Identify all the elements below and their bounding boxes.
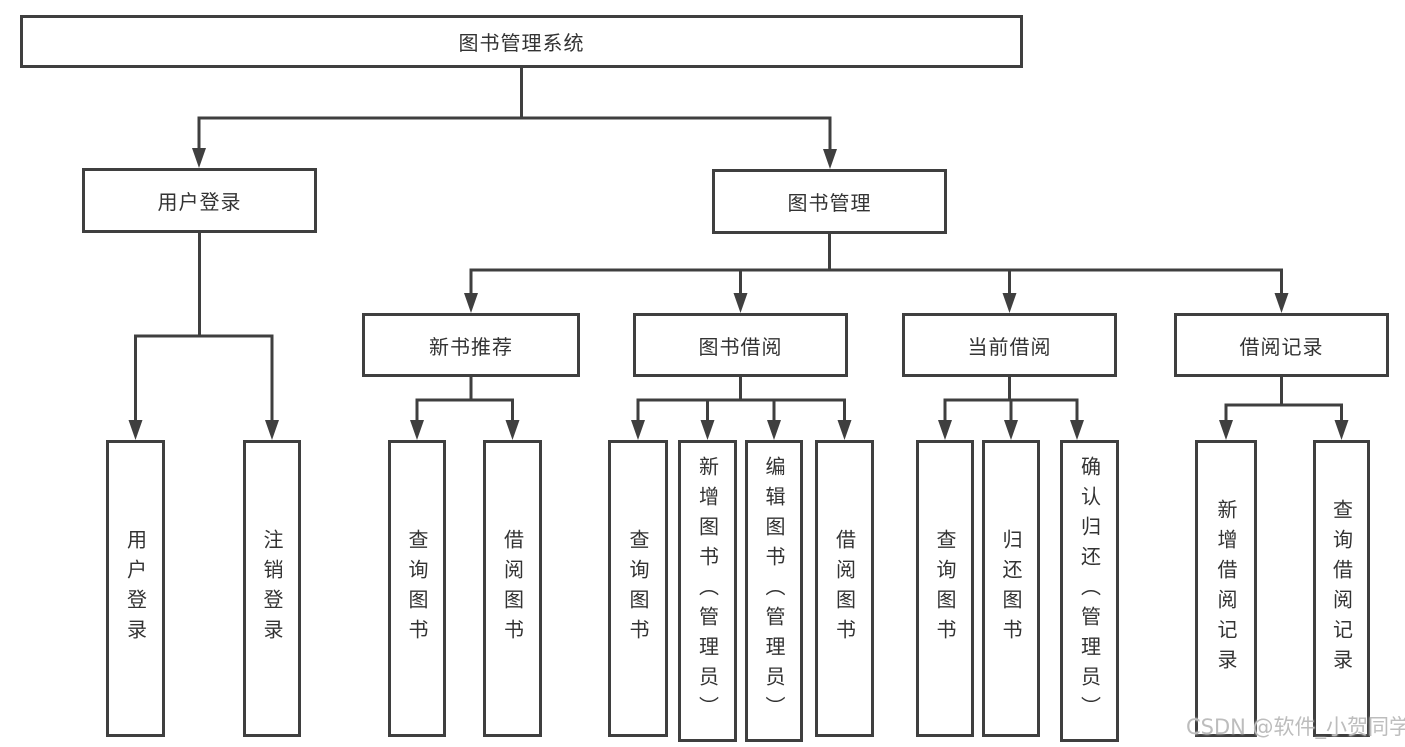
leaf-user-login: 用户登录 [106, 440, 165, 737]
node-new-book-recommend: 新书推荐 [362, 313, 580, 377]
node-label: 用户登录 [123, 528, 148, 649]
node-label: 编辑图书（管理员） [762, 456, 786, 726]
node-label: 图书管理系统 [458, 31, 585, 55]
node-label: 查询图书 [933, 528, 957, 649]
node-label: 注销登录 [260, 528, 284, 649]
node-user-login: 用户登录 [82, 168, 317, 233]
node-book-management: 图书管理 [712, 169, 947, 234]
leaf-query-borrow-record: 查询借阅记录 [1313, 440, 1370, 737]
leaf-return-books: 归还图书 [982, 440, 1040, 737]
node-label: 新书推荐 [429, 334, 513, 359]
node-book-borrow: 图书借阅 [633, 313, 848, 377]
node-label: 当前借阅 [967, 334, 1052, 359]
node-label: 图书管理 [787, 191, 872, 215]
leaf-borrow-books-borrow: 借阅图书 [815, 440, 874, 737]
node-root: 图书管理系统 [20, 15, 1023, 68]
leaf-add-book-admin: 新增图书（管理员） [678, 440, 737, 742]
node-label: 查询图书 [626, 528, 650, 649]
leaf-query-books-borrow: 查询图书 [608, 440, 668, 737]
leaf-edit-book-admin: 编辑图书（管理员） [745, 440, 803, 742]
node-label: 查询图书 [405, 528, 429, 649]
leaf-logout: 注销登录 [243, 440, 301, 737]
node-label: 查询借阅记录 [1329, 498, 1354, 679]
node-label: 新增图书（管理员） [695, 456, 720, 726]
node-label: 借阅图书 [500, 528, 525, 649]
node-label: 图书借阅 [698, 334, 783, 359]
node-label: 确认归还（管理员） [1077, 456, 1102, 726]
node-label: 新增借阅记录 [1214, 498, 1238, 679]
node-label: 用户登录 [157, 190, 242, 214]
node-current-borrow: 当前借阅 [902, 313, 1117, 377]
leaf-borrow-books-recommend: 借阅图书 [483, 440, 542, 737]
leaf-add-borrow-record: 新增借阅记录 [1195, 440, 1257, 737]
node-label: 借阅图书 [832, 528, 857, 649]
leaf-confirm-return-admin: 确认归还（管理员） [1060, 440, 1119, 742]
node-label: 归还图书 [999, 528, 1023, 649]
node-label: 借阅记录 [1239, 334, 1324, 359]
node-borrow-records: 借阅记录 [1174, 313, 1389, 377]
leaf-query-books-current: 查询图书 [916, 440, 974, 737]
leaf-query-books-recommend: 查询图书 [388, 440, 446, 737]
watermark-text: CSDN @软件_小贺同学 [1186, 715, 1405, 739]
